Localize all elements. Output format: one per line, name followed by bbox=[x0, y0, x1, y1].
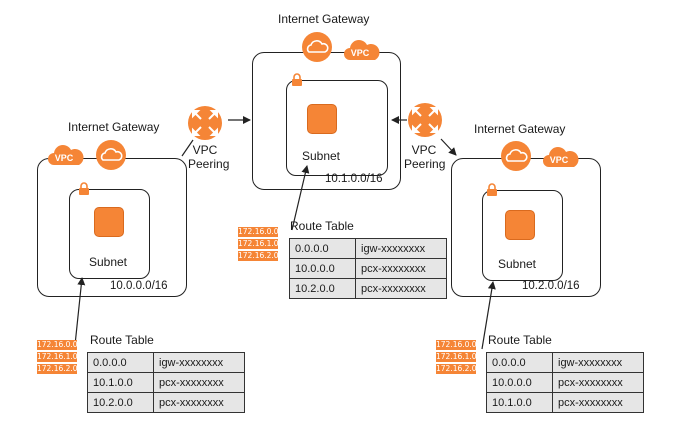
top-address-0: 172.16.0.0 bbox=[238, 227, 279, 237]
left-igw-label: Internet Gateway bbox=[68, 120, 160, 134]
table-cell: pcx-xxxxxxxx bbox=[153, 392, 245, 413]
table-cell: 10.0.0.0 bbox=[289, 258, 356, 279]
top-instance-icon bbox=[307, 104, 337, 134]
table-cell: 10.1.0.0 bbox=[486, 392, 553, 413]
table-cell: 10.1.0.0 bbox=[87, 372, 154, 393]
table-cell: pcx-xxxxxxxx bbox=[355, 258, 447, 279]
table-cell: 0.0.0.0 bbox=[289, 238, 356, 259]
table-row: 0.0.0.0 igw-xxxxxxxx bbox=[87, 352, 245, 373]
top-vpc-badge-icon: VPC bbox=[344, 40, 380, 60]
top-route-table-title: Route Table bbox=[290, 219, 354, 233]
right-peering-router-icon bbox=[408, 103, 442, 137]
left-peering-line1: VPC bbox=[192, 143, 218, 157]
left-peering-to-vpc-line bbox=[181, 139, 194, 157]
top-cidr: 10.1.0.0/16 bbox=[325, 173, 383, 185]
table-row: 10.2.0.0 pcx-xxxxxxxx bbox=[87, 392, 245, 413]
table-row: 10.0.0.0 pcx-xxxxxxxx bbox=[486, 372, 644, 393]
table-cell: pcx-xxxxxxxx bbox=[552, 372, 644, 393]
table-cell: pcx-xxxxxxxx bbox=[552, 392, 644, 413]
right-vpc-badge-icon: VPC bbox=[543, 147, 579, 167]
left-peering-router-icon bbox=[188, 106, 222, 140]
right-peering-to-vpc-arrow bbox=[440, 138, 457, 156]
table-row: 10.2.0.0 pcx-xxxxxxxx bbox=[289, 278, 447, 299]
right-address-1: 172.16.1.0 bbox=[436, 352, 477, 362]
left-address-0: 172.16.0.0 bbox=[37, 340, 78, 350]
table-cell: pcx-xxxxxxxx bbox=[355, 278, 447, 299]
table-cell: igw-xxxxxxxx bbox=[552, 352, 644, 373]
table-cell: pcx-xxxxxxxx bbox=[153, 372, 245, 393]
top-route-arrow bbox=[291, 165, 310, 231]
right-instance-icon bbox=[505, 210, 535, 240]
table-cell: 10.2.0.0 bbox=[87, 392, 154, 413]
left-subnet-label: Subnet bbox=[88, 255, 128, 269]
right-peering-line2: Peering bbox=[404, 157, 446, 171]
left-lock-icon bbox=[79, 182, 89, 195]
right-cidr: 10.2.0.0/16 bbox=[522, 280, 580, 292]
table-row: 10.1.0.0 pcx-xxxxxxxx bbox=[87, 372, 245, 393]
table-cell: igw-xxxxxxxx bbox=[355, 238, 447, 259]
top-address-stack: 172.16.0.0 172.16.1.0 172.16.2.0 bbox=[238, 227, 279, 263]
table-row: 0.0.0.0 igw-xxxxxxxx bbox=[486, 352, 644, 373]
right-address-2: 172.16.2.0 bbox=[436, 364, 477, 374]
table-cell: 0.0.0.0 bbox=[87, 352, 154, 373]
right-lock-icon bbox=[487, 183, 497, 196]
top-igw-cloud-icon bbox=[302, 32, 332, 62]
right-vpc-badge-text: VPC bbox=[550, 155, 569, 165]
right-route-arrow bbox=[481, 281, 496, 350]
table-row: 10.1.0.0 pcx-xxxxxxxx bbox=[486, 392, 644, 413]
left-igw-cloud-icon bbox=[96, 140, 126, 170]
right-subnet-label: Subnet bbox=[497, 257, 537, 271]
top-address-1: 172.16.1.0 bbox=[238, 239, 279, 249]
left-route-table: 0.0.0.0 igw-xxxxxxxx 10.1.0.0 pcx-xxxxxx… bbox=[87, 352, 245, 413]
right-peering-line1: VPC bbox=[411, 143, 437, 157]
table-cell: 0.0.0.0 bbox=[486, 352, 553, 373]
right-igw-label: Internet Gateway bbox=[474, 122, 566, 136]
top-vpc-badge-text: VPC bbox=[351, 48, 370, 58]
right-route-table-title: Route Table bbox=[488, 333, 552, 347]
left-peering-label: VPC Peering bbox=[188, 143, 230, 171]
table-cell: igw-xxxxxxxx bbox=[153, 352, 245, 373]
table-row: 0.0.0.0 igw-xxxxxxxx bbox=[289, 238, 447, 259]
table-cell: 10.0.0.0 bbox=[486, 372, 553, 393]
left-address-stack: 172.16.0.0 172.16.1.0 172.16.2.0 bbox=[37, 340, 78, 376]
right-address-stack: 172.16.0.0 172.16.1.0 172.16.2.0 bbox=[436, 340, 477, 376]
top-address-2: 172.16.2.0 bbox=[238, 251, 279, 261]
top-igw-label: Internet Gateway bbox=[278, 12, 370, 26]
left-cidr: 10.0.0.0/16 bbox=[110, 280, 168, 292]
left-instance-icon bbox=[94, 207, 124, 237]
left-address-2: 172.16.2.0 bbox=[37, 364, 78, 374]
right-igw-cloud-icon bbox=[501, 141, 531, 171]
left-route-arrow bbox=[74, 277, 86, 346]
top-route-table: 0.0.0.0 igw-xxxxxxxx 10.0.0.0 pcx-xxxxxx… bbox=[289, 238, 447, 299]
top-subnet-label: Subnet bbox=[301, 149, 341, 163]
left-vpc-badge-text: VPC bbox=[55, 153, 74, 163]
top-subnet-box bbox=[286, 80, 388, 176]
table-row: 10.0.0.0 pcx-xxxxxxxx bbox=[289, 258, 447, 279]
left-address-1: 172.16.1.0 bbox=[37, 352, 78, 362]
right-address-0: 172.16.0.0 bbox=[436, 340, 477, 350]
left-vpc-badge-icon: VPC bbox=[48, 145, 84, 165]
left-peering-line2: Peering bbox=[188, 157, 230, 171]
right-peering-label: VPC Peering bbox=[404, 143, 446, 171]
right-route-table: 0.0.0.0 igw-xxxxxxxx 10.0.0.0 pcx-xxxxxx… bbox=[486, 352, 644, 413]
table-cell: 10.2.0.0 bbox=[289, 278, 356, 299]
top-lock-icon bbox=[292, 73, 302, 86]
left-route-table-title: Route Table bbox=[90, 333, 154, 347]
